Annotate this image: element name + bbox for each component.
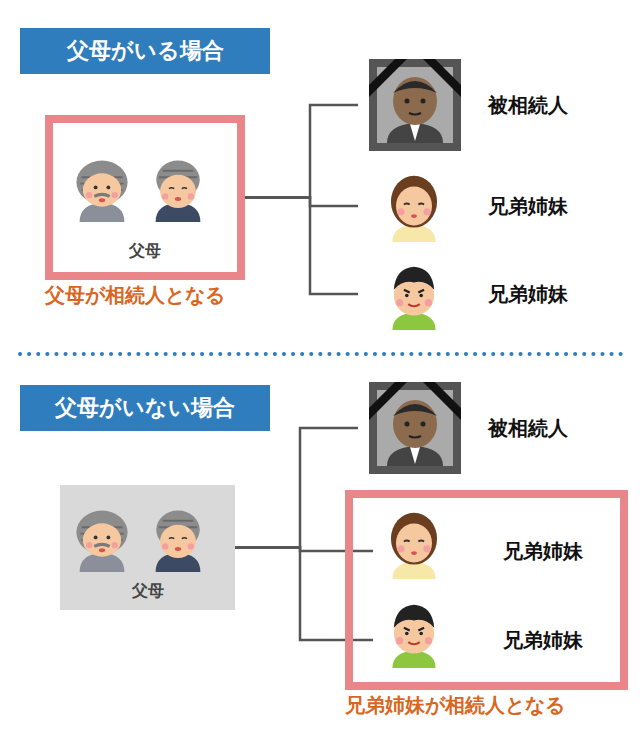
heading-band: 父母がいない場合 [20, 385, 270, 431]
family-line [245, 198, 358, 295]
heir-note: 父母が相続人となる [45, 282, 225, 309]
person-node: 被相続人 [358, 378, 620, 478]
person-label: 被相続人 [488, 415, 568, 442]
heir-note: 兄弟姉妹が相続人となる [345, 692, 565, 719]
family-line [245, 105, 358, 198]
parents-caption: 父母 [60, 581, 235, 602]
person-node: 兄弟姉妹 [358, 168, 620, 244]
family-line [235, 428, 358, 548]
person-node: 被相続人 [358, 55, 620, 155]
group-box: 父母 [60, 485, 235, 610]
parents-caption: 父母 [53, 241, 237, 262]
person-label: 兄弟姉妹 [488, 281, 568, 308]
heading-band: 父母がいる場合 [20, 28, 270, 74]
section-heading: 父母がいる場合 [67, 36, 224, 66]
section-heading: 父母がいない場合 [55, 393, 235, 423]
person-node: 兄弟姉妹 [358, 254, 620, 334]
family-line [245, 198, 358, 207]
person-node: 兄弟姉妹 [373, 513, 628, 589]
group-box: 兄弟姉妹が相続人となる兄弟姉妹兄弟姉妹 [345, 490, 628, 690]
person-label: 兄弟姉妹 [503, 627, 583, 654]
person-label: 兄弟姉妹 [488, 193, 568, 220]
person-label: 被相続人 [488, 92, 568, 119]
group-box: 父母父母が相続人となる [45, 115, 245, 280]
person-label: 兄弟姉妹 [503, 538, 583, 565]
person-node: 兄弟姉妹 [373, 600, 628, 680]
